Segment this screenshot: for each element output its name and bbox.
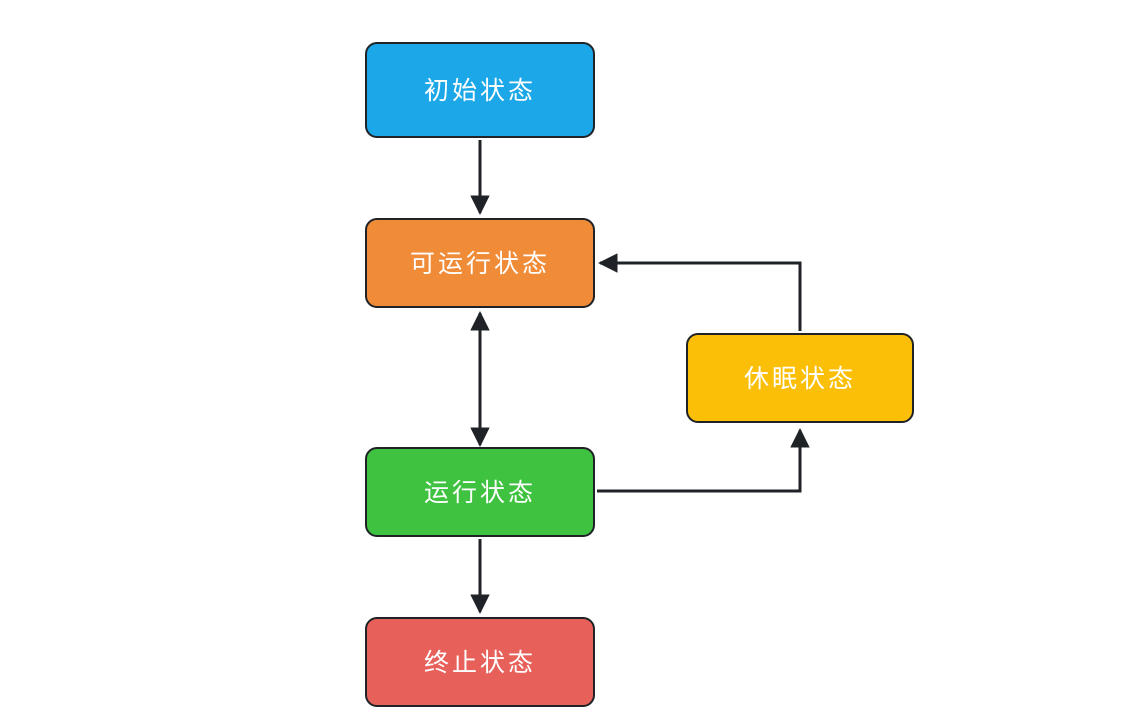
node-running-state-label: 运行状态 [423, 477, 536, 507]
node-runnable-state-label: 可运行状态 [409, 248, 550, 278]
node-initial-state-label: 初始状态 [423, 75, 536, 105]
node-dormant-state-label: 休眠状态 [743, 363, 856, 393]
node-runnable-state[interactable]: 可运行状态 [365, 218, 595, 308]
node-running-state[interactable]: 运行状态 [365, 447, 595, 537]
node-dormant-state[interactable]: 休眠状态 [686, 333, 914, 423]
node-terminated-state-label: 终止状态 [423, 647, 536, 677]
node-terminated-state[interactable]: 终止状态 [365, 617, 595, 707]
edge-dormant-to-runnable [598, 253, 802, 331]
edge-running-to-dormant [597, 428, 810, 493]
node-initial-state[interactable]: 初始状态 [365, 42, 595, 138]
